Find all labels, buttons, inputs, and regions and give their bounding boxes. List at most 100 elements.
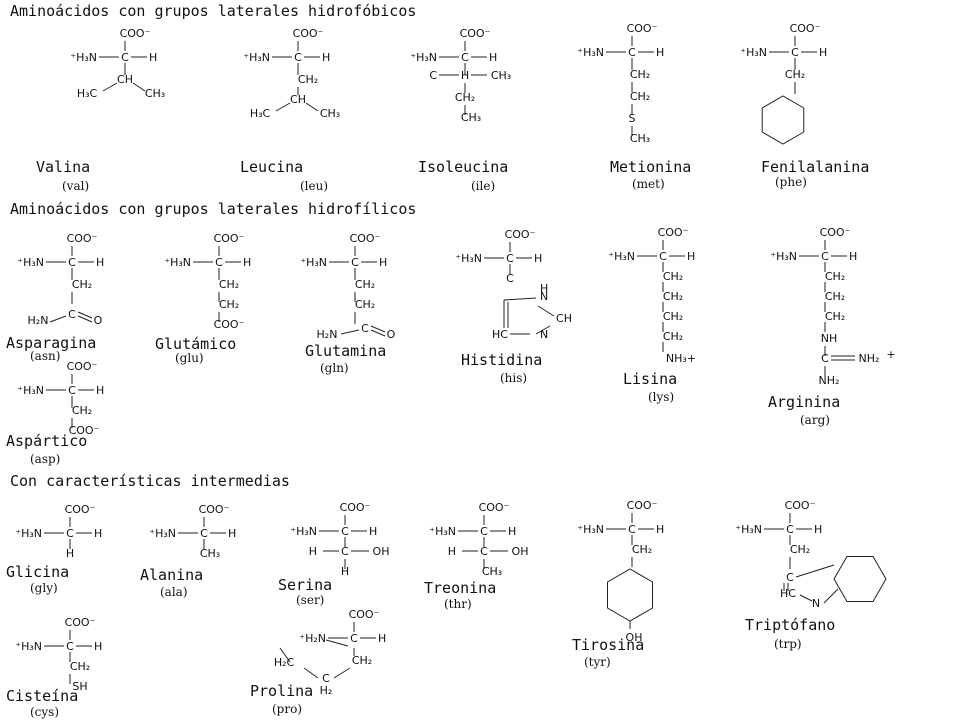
atom-label: H: [94, 527, 102, 540]
atom-label: C: [68, 256, 76, 269]
atom-label: N: [540, 290, 548, 303]
amino-acid-abbreviation: (ser): [296, 593, 324, 607]
atom-label: C: [68, 308, 76, 321]
bond: [333, 667, 351, 679]
atom-label: H₂: [320, 684, 333, 697]
amino-acid-name: Metionina: [610, 158, 691, 176]
atom-label: COO⁻: [67, 360, 98, 373]
amino-acid-abbreviation: (his): [500, 371, 527, 385]
atom-label: H: [534, 252, 542, 265]
atom-label: H: [149, 51, 157, 64]
amino-acid-abbreviation: (asn): [30, 349, 60, 363]
amino-acid-abbreviation: (arg): [800, 413, 830, 427]
atom-label: H: [448, 545, 456, 558]
bond: [275, 102, 291, 112]
atom-label: H: [814, 523, 822, 536]
atom-label: H: [369, 525, 377, 538]
atom-label: C: [429, 69, 437, 82]
atom-label: COO⁻: [340, 501, 371, 514]
bond: [303, 667, 319, 679]
atom-label: OH: [373, 545, 390, 558]
atom-label: C: [480, 545, 488, 558]
amino-acid-name: Histidina: [461, 351, 542, 369]
atom-label: CH₂: [825, 310, 845, 323]
atom-label: +: [886, 348, 895, 361]
atom-label: CH₂: [825, 290, 845, 303]
bond: [535, 325, 551, 335]
atom-label: H: [379, 256, 387, 269]
atom-label: COO⁻: [65, 616, 96, 629]
amino-acid-name: Fenilalanina: [761, 158, 869, 176]
atom-label: C: [786, 571, 794, 584]
bond: [795, 564, 835, 578]
atom-label: CH₃: [461, 111, 481, 124]
atom-label: COO⁻: [214, 232, 245, 245]
atom-label: CH₂: [219, 278, 239, 291]
atom-label: S: [629, 112, 636, 125]
atom-label: ⁺H₃N: [15, 640, 42, 653]
atom-label: ⁺H₃N: [70, 51, 97, 64]
atom-label: CH₂: [70, 660, 90, 673]
benzene-ring: [833, 555, 887, 603]
amino-acid-abbreviation: (lys): [648, 390, 674, 404]
atom-label: COO⁻: [479, 501, 510, 514]
bond: [305, 102, 319, 112]
atom-label: ⁺H₃N: [290, 525, 317, 538]
atom-label: SH: [72, 680, 87, 693]
atom-label: C: [341, 525, 349, 538]
amino-acid-abbreviation: (val): [62, 179, 89, 193]
atom-label: CH: [290, 93, 306, 106]
benzene-ring: [761, 95, 805, 145]
atom-label: COO⁻: [350, 232, 381, 245]
atom-label: COO⁻: [627, 22, 658, 35]
bond: [132, 82, 146, 92]
amino-acid-abbreviation: (glu): [175, 351, 204, 365]
atom-label: H: [656, 523, 664, 536]
amino-acid-name: Valina: [36, 158, 90, 176]
amino-acid-name: Tirosina: [572, 636, 644, 654]
atom-label: CH: [117, 73, 133, 86]
amino-acid-abbreviation: (ala): [160, 585, 188, 599]
atom-label: NH₃+: [666, 352, 696, 365]
bond: [823, 588, 839, 604]
atom-label: H: [96, 384, 104, 397]
amino-acid-name: Cisteína: [6, 687, 78, 705]
atom-label: H: [309, 545, 317, 558]
bond: [370, 325, 386, 333]
atom-label: ⁺H₃N: [17, 384, 44, 397]
amino-acid-abbreviation: (met): [632, 177, 665, 191]
atom-label: H: [687, 250, 695, 263]
atom-label: COO⁻: [199, 503, 230, 516]
atom-label: CH₂: [352, 654, 372, 667]
amino-acid-abbreviation: (ile): [471, 179, 495, 193]
bond: [77, 315, 93, 323]
atom-label: C: [121, 51, 129, 64]
atom-label: H: [540, 282, 548, 295]
atom-label: CH₂: [663, 310, 683, 323]
atom-label: ⁺H₃N: [770, 250, 797, 263]
atom-label: H₃C: [77, 87, 98, 100]
atom-label: COO⁻: [69, 424, 100, 437]
atom-label: N: [540, 328, 548, 341]
amino-acid-name: Prolina: [250, 682, 313, 700]
atom-label: CH₂: [630, 90, 650, 103]
atom-label: H: [819, 46, 827, 59]
atom-label: C: [200, 527, 208, 540]
atom-label: ⁺H₃N: [429, 525, 456, 538]
